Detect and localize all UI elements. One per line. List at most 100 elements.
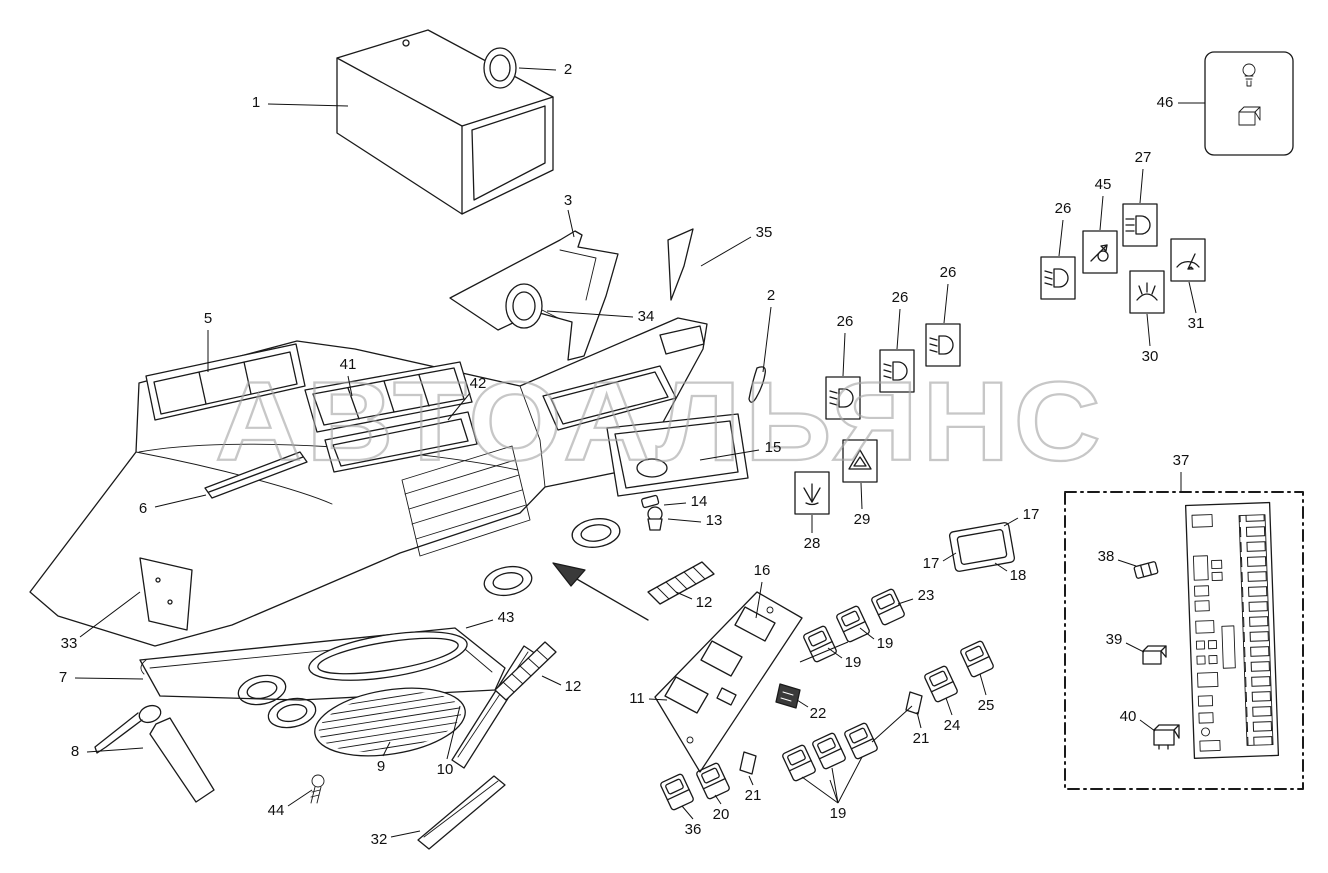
part-21-blank-plate (905, 691, 923, 715)
headlight-low-beam-icon (929, 335, 954, 355)
part-number-6-19: 6 (139, 500, 147, 517)
part-15-console-panel (606, 413, 749, 497)
instrument-cluster-opening (542, 365, 677, 431)
vent-ring (481, 562, 535, 600)
leader-line-26-11 (943, 283, 949, 324)
part-number-12-29: 12 (696, 594, 713, 611)
part-5-defroster-vent (145, 343, 306, 421)
leader-line-29-44 (860, 482, 863, 510)
part-46-spares-box (1204, 51, 1294, 156)
leader-line-31-16 (1188, 281, 1197, 314)
leader-line-19-48 (829, 779, 839, 804)
part-number-20-46: 20 (713, 806, 730, 823)
part-13-sensor (647, 506, 663, 531)
part-number-16-32: 16 (754, 562, 771, 579)
part-number-30-15: 30 (1142, 348, 1159, 365)
part-number-40-52: 40 (1120, 708, 1137, 725)
leader-line-11-31 (648, 698, 668, 701)
part-number-33-22: 33 (61, 635, 78, 652)
part-number-32-53: 32 (371, 831, 388, 848)
wiper-icon (1176, 253, 1200, 270)
leader-line-30-15 (1146, 313, 1151, 347)
headlight-high-beam-icon (1125, 215, 1151, 235)
leader-line-12-30 (541, 675, 562, 686)
part-number-36-45: 36 (685, 821, 702, 838)
part-number-22-36: 22 (810, 705, 827, 722)
lower-louvers (401, 445, 531, 557)
leader-line-16-32 (755, 581, 763, 619)
part-number-28-43: 28 (804, 535, 821, 552)
part-number-8-24: 8 (71, 743, 79, 760)
part-number-19-48: 19 (830, 805, 847, 822)
part-number-21-47: 21 (745, 787, 762, 804)
leader-line-36-45 (681, 805, 694, 820)
part-number-29-44: 29 (854, 511, 871, 528)
part-23-switch (870, 587, 906, 627)
washer-spray-icon (1136, 282, 1158, 301)
part-number-7-23: 7 (59, 669, 67, 686)
assembly-line-2 (837, 756, 863, 804)
part-6-trim-strip (204, 451, 308, 499)
part-number-12-30: 12 (565, 678, 582, 695)
part-number-27-14: 27 (1135, 149, 1152, 166)
leader-line-17-41 (942, 552, 957, 562)
part-number-2-1: 2 (564, 61, 572, 78)
leader-line-14-20 (663, 502, 687, 506)
part-number-35-3: 35 (756, 224, 773, 241)
leader-line-25-39 (979, 673, 987, 696)
assembly-line-3 (871, 705, 913, 743)
part-number-39-51: 39 (1106, 631, 1123, 648)
part-40-relay (1153, 724, 1180, 750)
part-24-switch (923, 664, 959, 704)
part-35-pillar-trim (667, 228, 694, 301)
part-19-switch (835, 604, 871, 644)
part-number-34-4: 34 (638, 308, 655, 325)
part-number-26-9: 26 (837, 313, 854, 330)
part-number-17-40: 17 (1023, 506, 1040, 523)
leader-line-27-14 (1139, 168, 1144, 204)
part-41-center-vent (304, 361, 473, 433)
part-number-2-8: 2 (767, 287, 775, 304)
part-17-bezel (948, 522, 1016, 572)
leader-line-12-29 (675, 591, 693, 600)
part-number-14-20: 14 (691, 493, 708, 510)
fan-blower-icon (803, 483, 821, 506)
part-38-fuse (1133, 561, 1159, 579)
part-37-circuit-board (1184, 501, 1280, 759)
leader-line-18-42 (994, 562, 1008, 572)
leader-line-7-23 (74, 677, 144, 680)
part-2-bracket (748, 366, 766, 403)
leader-line-17-40 (1003, 517, 1019, 527)
part-number-15-18: 15 (765, 439, 782, 456)
part-26-cap-low-beam (1040, 256, 1076, 300)
leader-line-24-38 (945, 697, 953, 716)
leader-line-32-53 (390, 830, 421, 838)
part-number-21-37: 21 (913, 730, 930, 747)
leader-line-38-50 (1117, 559, 1137, 567)
part-1-glovebox (336, 29, 554, 215)
leader-line-2-1 (518, 67, 557, 71)
leader-line-1-0 (267, 103, 349, 107)
part-number-46-17: 46 (1157, 94, 1174, 111)
indicator-arrow-lamp-icon (1090, 244, 1109, 262)
part-2-gauge (483, 47, 517, 89)
assembly-line-4 (799, 641, 849, 663)
leader-line-19-34 (859, 627, 875, 640)
part-number-44-25: 44 (268, 802, 285, 819)
part-30-cap-washer (1129, 270, 1165, 314)
part-number-9-26: 9 (377, 758, 385, 775)
part-19-switch (802, 624, 838, 664)
part-27-cap-high-beam (1122, 203, 1158, 247)
part-number-18-42: 18 (1010, 567, 1027, 584)
leader-line-42-7 (447, 392, 471, 421)
part-number-19-34: 19 (877, 635, 894, 652)
part-number-13-21: 13 (706, 512, 723, 529)
part-number-26-10: 26 (892, 289, 909, 306)
part-number-37-49: 37 (1173, 452, 1190, 469)
part-19-switch (811, 731, 847, 771)
part-number-3-2: 3 (564, 192, 572, 209)
leader-line-35-3 (700, 236, 752, 267)
leader-line-44-25 (287, 789, 313, 807)
